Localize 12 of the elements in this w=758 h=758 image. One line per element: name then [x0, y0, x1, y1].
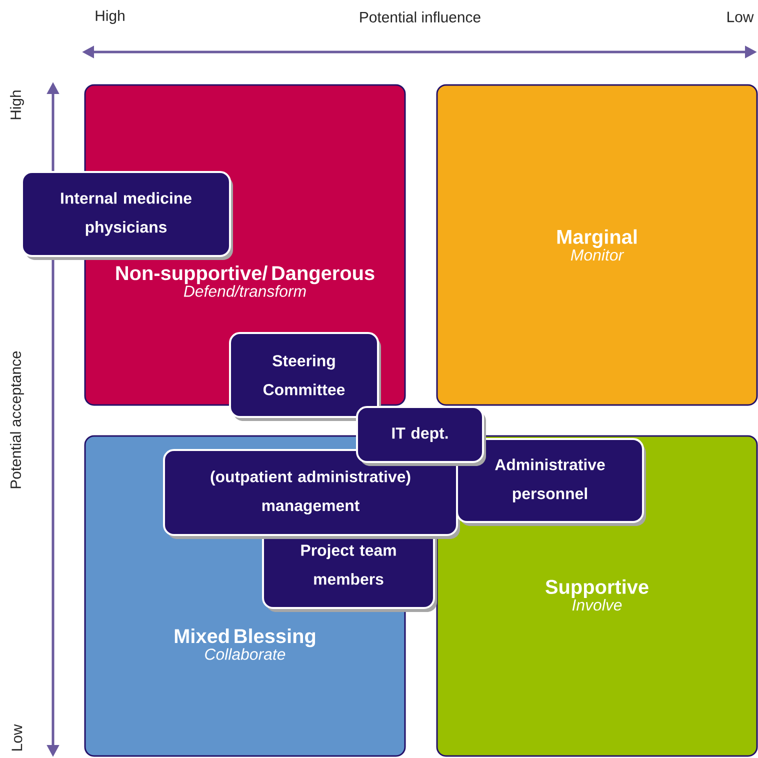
quadrant-box: Marginal Monitor: [436, 84, 758, 406]
axis-label: Potential influence: [360, 12, 480, 22]
stakeholder-box: Steering Committee: [229, 332, 381, 421]
axis-label: Potential acceptance: [10, 351, 24, 488]
axis-label: High: [96, 10, 124, 24]
stakeholder-box: Internal medicine physicians: [21, 171, 233, 260]
stakeholder-box: Administrative personnel: [456, 438, 646, 526]
axis-label: Low: [728, 12, 754, 22]
stakeholder-box: IT dept.: [356, 406, 486, 466]
stakeholder-box: (outpatient administrative) management: [163, 449, 460, 539]
axis-label: Low: [12, 724, 22, 750]
axis-label: High: [10, 90, 24, 120]
